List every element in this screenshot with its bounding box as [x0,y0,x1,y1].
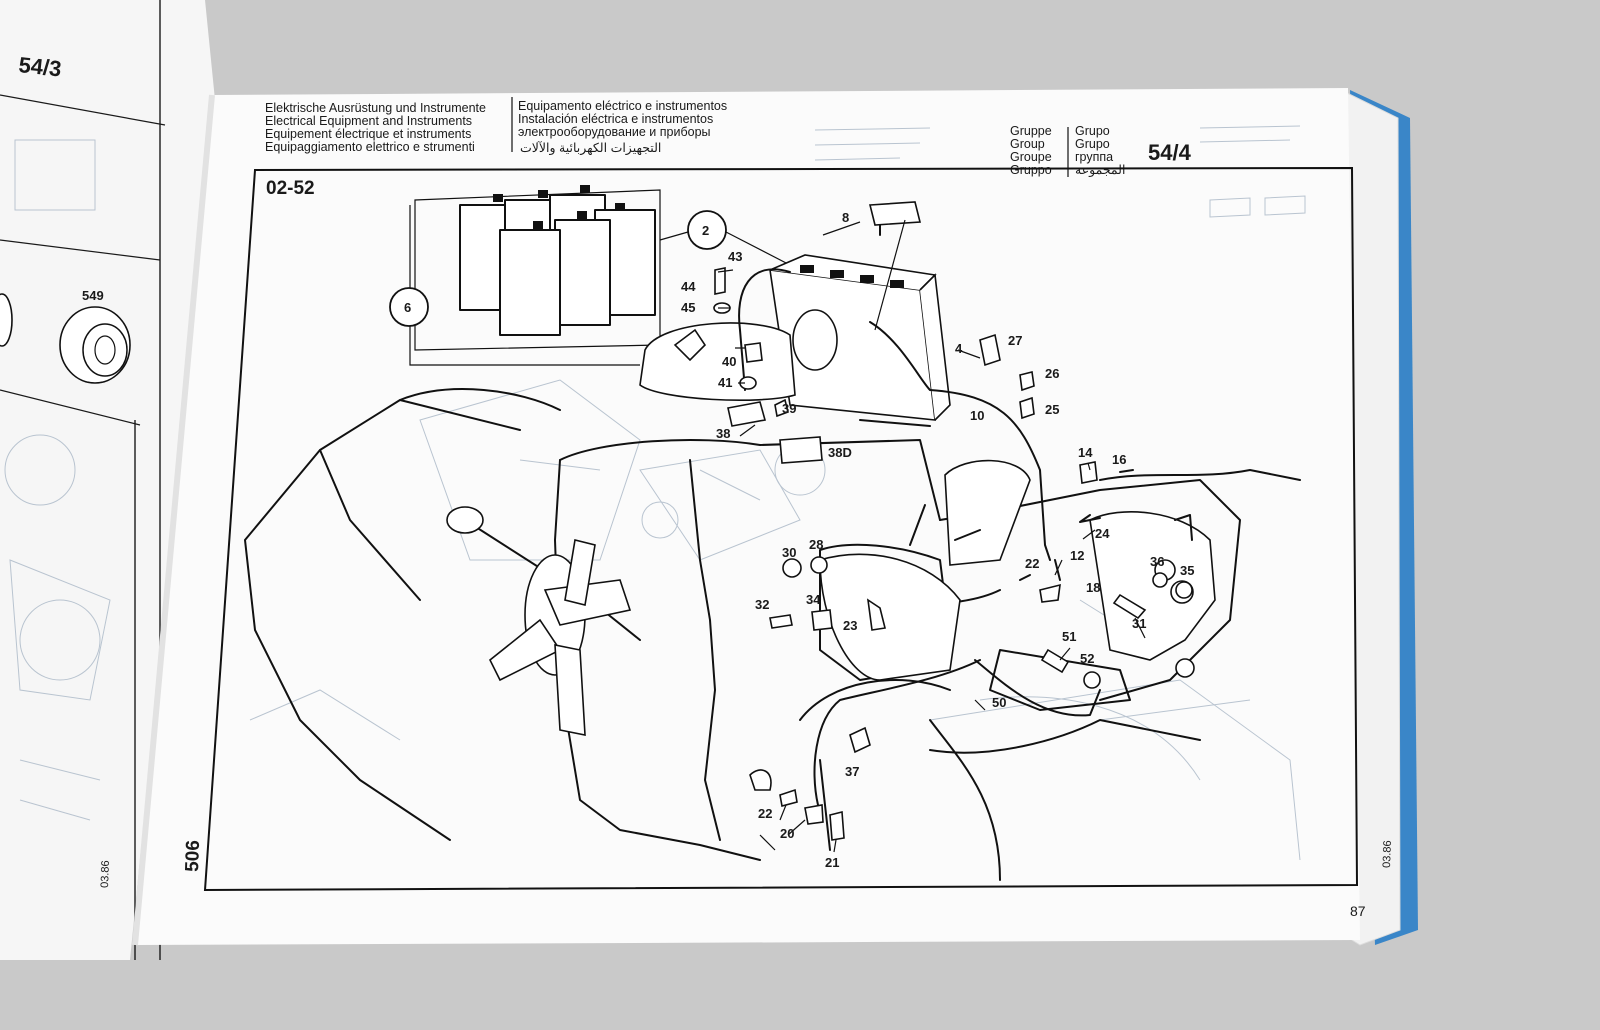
diagram-code: 02-52 [266,178,315,199]
cap [673,328,707,362]
header-col1: Elektrische Ausrüstung und Instrumente E… [265,101,486,154]
callout-20: 20 [780,826,794,841]
left-page [0,0,215,960]
right-group-code: 54/4 [1148,140,1192,165]
callout-36: 36 [1150,554,1164,569]
callout-16: 16 [1112,452,1126,467]
clamp-8 [868,201,922,331]
group-ru: группа [1075,150,1113,164]
page-number: 87 [1350,903,1366,919]
group-labels-right: Grupo Grupo группа المجموعة [1075,124,1125,178]
callout-12: 12 [1070,548,1084,563]
callout-40: 40 [722,354,736,369]
callout-38: 38 [716,426,730,441]
callout-39: 39 [782,401,796,416]
header-ar: التجهيزات الكهربائية والآلات [520,140,661,156]
group-labels-left: Gruppe Group Groupe Gruppo [1010,124,1052,177]
header-ru: электрооборудование и приборы [518,125,711,139]
callout-30: 30 [782,545,796,560]
battery [769,254,951,427]
gutter-shadow [132,94,215,946]
group-en: Group [1010,137,1045,151]
callout-35: 35 [1180,563,1194,578]
callout-22b: 22 [758,806,772,821]
callout-labels: 8 43 44 45 40 41 39 38 38D 4 27 26 25 10… [681,210,1194,870]
callout-10: 10 [970,408,984,423]
battery-cells-group [409,185,661,366]
callout-50: 50 [992,695,1006,710]
callout-27: 27 [1008,333,1022,348]
left-page-rules [0,94,166,426]
header-en: Electrical Equipment and Instruments [265,114,472,128]
left-connector-part [0,293,131,384]
diagram-frame [203,166,1359,892]
header-fr: Equipement électrique et instruments [265,127,471,141]
callout-21: 21 [825,855,839,870]
leader-2 [659,231,791,266]
ground-cable-50 [813,659,1101,806]
group-fr: Groupe [1010,150,1052,164]
callout-38D: 38D [828,445,852,460]
callout-6: 6 [404,300,411,315]
header-it: Equipaggiamento elettrico e strumenti [265,140,475,154]
fan [446,506,641,736]
left-group-code: 54/3 [17,52,62,81]
header-col2: Equipamento eléctrico e instrumentos Ins… [518,99,727,156]
bleed-through [814,125,1306,218]
callout-18: 18 [1086,580,1100,595]
group-de: Gruppe [1010,124,1052,138]
callout-24: 24 [1095,526,1110,541]
callout-circle-2 [687,210,727,250]
engine-block [244,388,1301,881]
left-ghost-drawings [4,139,111,821]
callout-26: 26 [1045,366,1059,381]
left-callout-549: 549 [82,288,104,303]
group-it: Gruppo [1010,163,1052,177]
callout-52: 52 [1080,651,1094,666]
callout-51: 51 [1062,629,1076,644]
callout-41: 41 [718,375,732,390]
callout-23: 23 [843,618,857,633]
callout-44: 44 [681,279,696,294]
group-es: Grupo [1075,137,1110,151]
starter [819,459,1031,681]
small-parts [713,267,1193,841]
left-side-date: 03.86 [99,860,112,888]
header-de: Elektrische Ausrüstung und Instrumente [265,101,486,115]
callout-34: 34 [806,592,821,607]
callout-45: 45 [681,300,695,315]
callout-4: 4 [955,341,963,356]
callout-22: 22 [1025,556,1039,571]
callout-37: 37 [845,764,859,779]
callout-28: 28 [809,537,823,552]
header-es: Instalación eléctrica e instrumentos [518,112,713,126]
callout-43: 43 [728,249,742,264]
leader-lines [717,221,1146,853]
callout-31: 31 [1132,616,1146,631]
side-code: 506 [182,840,204,872]
gearbox [1089,511,1216,678]
header-pt: Equipamento eléctrico e instrumentos [518,99,727,113]
callout-2: 2 [702,223,709,238]
group-ar: المجموعة [1075,163,1125,178]
callout-circle-6 [389,287,429,327]
group-pt: Grupo [1075,124,1110,138]
right-side-date: 03.86 [1381,840,1394,868]
callout-25: 25 [1045,402,1059,417]
callout-8: 8 [842,210,849,225]
callout-14: 14 [1078,445,1093,460]
callout-32: 32 [755,597,769,612]
right-page [135,88,1360,945]
